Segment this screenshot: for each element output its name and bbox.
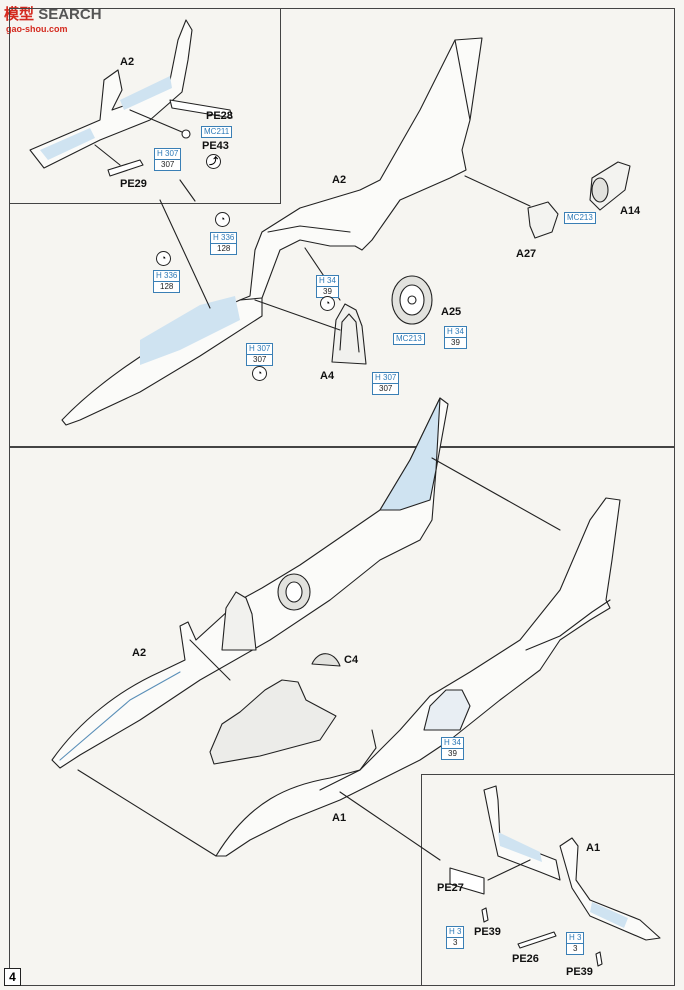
label-a2-lower: A2 <box>132 647 147 659</box>
label-a1-inset: A1 <box>586 842 601 854</box>
paint-bucket-icon: ◔ <box>215 212 230 227</box>
mc213-callout: MC213 <box>564 212 596 224</box>
watermark: 模型 SEARCH <box>4 3 102 24</box>
pe39-part-b <box>595 951 603 967</box>
inset-lower-blue-right <box>590 902 628 928</box>
canopy-a1 <box>423 689 471 731</box>
top-inset-frame <box>9 8 281 204</box>
inset-blue-strip <box>40 128 95 160</box>
label-a14: A14 <box>620 205 641 217</box>
label-pe28: PE28 <box>206 110 233 122</box>
mc211-callout: MC211 <box>201 126 233 138</box>
label-c4: C4 <box>344 654 359 666</box>
label-pe39-a: PE39 <box>474 926 501 938</box>
canopy-frame-a4 <box>331 303 367 365</box>
mc213-callout: MC213 <box>393 333 425 345</box>
label-pe27: PE27 <box>437 882 464 894</box>
blue-shade-upper <box>140 296 240 365</box>
label-a27: A27 <box>516 248 537 260</box>
inset-blue-strip-2 <box>120 76 172 110</box>
inset-lower-blue-left <box>498 832 542 862</box>
paint-bucket-icon: ◔ <box>156 251 171 266</box>
top-section-frame <box>9 8 675 448</box>
inset-a2-part <box>29 19 193 169</box>
nozzle-a27 <box>527 201 559 239</box>
tail-blue-lower <box>379 397 441 511</box>
label-a2-upper: A2 <box>332 174 347 186</box>
watermark-cn: 模型 <box>4 6 35 23</box>
pe26-part <box>517 931 557 949</box>
paint-bucket-icon: ◔ <box>252 366 267 381</box>
watermark-url: gao-shou.com <box>6 24 68 34</box>
seat-assembly <box>209 679 337 765</box>
label-a1-lower: A1 <box>332 812 347 824</box>
bottom-inset-frame <box>421 774 675 986</box>
paint-bucket-icon: ◔ <box>320 296 335 311</box>
fuselage-a1 <box>215 497 621 857</box>
bend-up-icon: ⤴ <box>206 154 221 169</box>
pe29-part <box>107 159 144 177</box>
label-a25: A25 <box>441 306 462 318</box>
pe27-part <box>449 867 485 895</box>
watermark-text: SEARCH <box>38 6 102 23</box>
inset-lower-part-right <box>559 837 661 941</box>
fuselage-a2-lower <box>51 397 449 769</box>
label-pe39-b: PE39 <box>566 966 593 978</box>
pe39-part-a <box>481 907 489 923</box>
inset-lower-part-left <box>483 785 561 881</box>
label-pe29: PE29 <box>120 178 147 190</box>
page-number: 4 <box>4 968 21 986</box>
bottom-section-frame <box>9 446 675 986</box>
pe28-part <box>169 99 233 119</box>
c4-part <box>311 653 341 667</box>
label-a2-inset: A2 <box>120 56 135 68</box>
label-pe26: PE26 <box>512 953 539 965</box>
label-a4: A4 <box>320 370 335 382</box>
label-pe43: PE43 <box>202 140 229 152</box>
